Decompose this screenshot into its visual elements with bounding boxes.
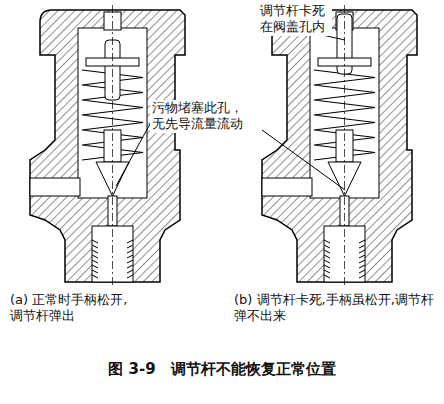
callout-text: 污物堵塞此孔，无先导流量流动 [150,100,250,133]
figure-caption: 图 3-9 调节杆不能恢复正常位置 [10,360,434,379]
side-port [30,178,80,196]
center-line [344,5,345,288]
valve-body [30,10,185,282]
relief-valve-normal [30,5,185,288]
side-port [262,178,312,196]
leader-line [262,130,345,190]
relief-valve-stuck [262,5,417,288]
callout-text: 调节杆卡死在阀盖孔内 [258,3,332,36]
leader-lines [116,34,345,190]
valve-body [262,10,417,282]
subfigure-caption: (a) 正常时手柄松开,调节杆弹出 [8,292,132,325]
subfigure-caption: (b) 调节杆卡死,手柄虽松开,调节杆弹不出来 [232,292,436,325]
leader-line [116,124,150,186]
center-line [112,5,113,288]
